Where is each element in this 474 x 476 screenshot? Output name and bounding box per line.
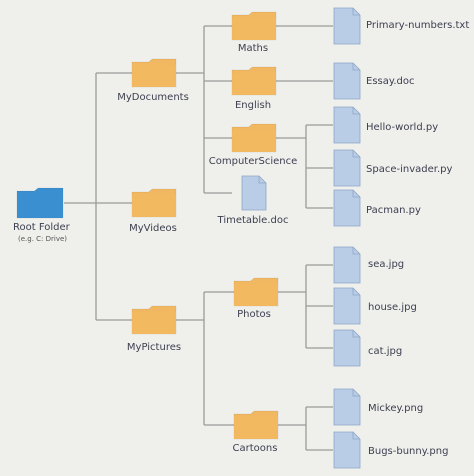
folder-label-myvideos: MyVideos [129, 223, 177, 234]
file-icon [333, 431, 361, 469]
file-label-essay: Essay.doc [366, 76, 415, 87]
folder-label-mypictures: MyPictures [126, 342, 182, 353]
file-icon [333, 7, 361, 45]
folder-icon [131, 58, 177, 88]
file-label-pacman: Pacman.py [366, 205, 421, 216]
file-icon [333, 189, 361, 227]
folder-icon [233, 410, 279, 440]
file-label-timetable: Timetable.doc [217, 215, 289, 226]
folder-label-maths: Maths [237, 43, 269, 54]
folder-label-photos: Photos [237, 309, 271, 320]
file-icon [241, 175, 267, 211]
folder-icon [16, 187, 64, 219]
file-label-primary-numbers: Primary-numbers.txt [366, 20, 470, 31]
tree-icons [16, 7, 361, 469]
folder-label-computerscience: ComputerScience [208, 156, 298, 167]
folder-label-cartoons: Cartoons [232, 443, 278, 454]
file-icon [333, 388, 361, 426]
folder-icon [231, 123, 277, 153]
connector-lines [64, 25, 333, 451]
file-icon [333, 149, 361, 187]
file-icon [333, 246, 361, 284]
file-label-cat: cat.jpg [368, 346, 403, 357]
root-folder-label: Root Folder [13, 222, 70, 233]
file-label-house: house.jpg [368, 302, 417, 313]
folder-label-mydocuments: MyDocuments [117, 92, 189, 103]
folder-icon [231, 66, 277, 96]
folder-icon [231, 11, 277, 41]
file-label-mickey: Mickey.png [368, 403, 424, 414]
file-label-bugs-bunny: Bugs-bunny.png [368, 446, 449, 457]
folder-icon [131, 188, 177, 218]
file-icon [333, 62, 361, 100]
file-label-sea: sea.jpg [368, 259, 405, 270]
file-icon [333, 106, 361, 144]
folder-label-english: English [234, 100, 272, 111]
root-folder-sublabel: (e.g. C: Drive) [18, 235, 68, 243]
folder-icon [233, 277, 279, 307]
file-icon [333, 329, 361, 367]
file-icon [333, 287, 361, 325]
file-label-space-invader: Space-invader.py [366, 164, 453, 175]
folder-icon [131, 305, 177, 335]
file-label-hello-world: Hello-world.py [366, 122, 439, 133]
